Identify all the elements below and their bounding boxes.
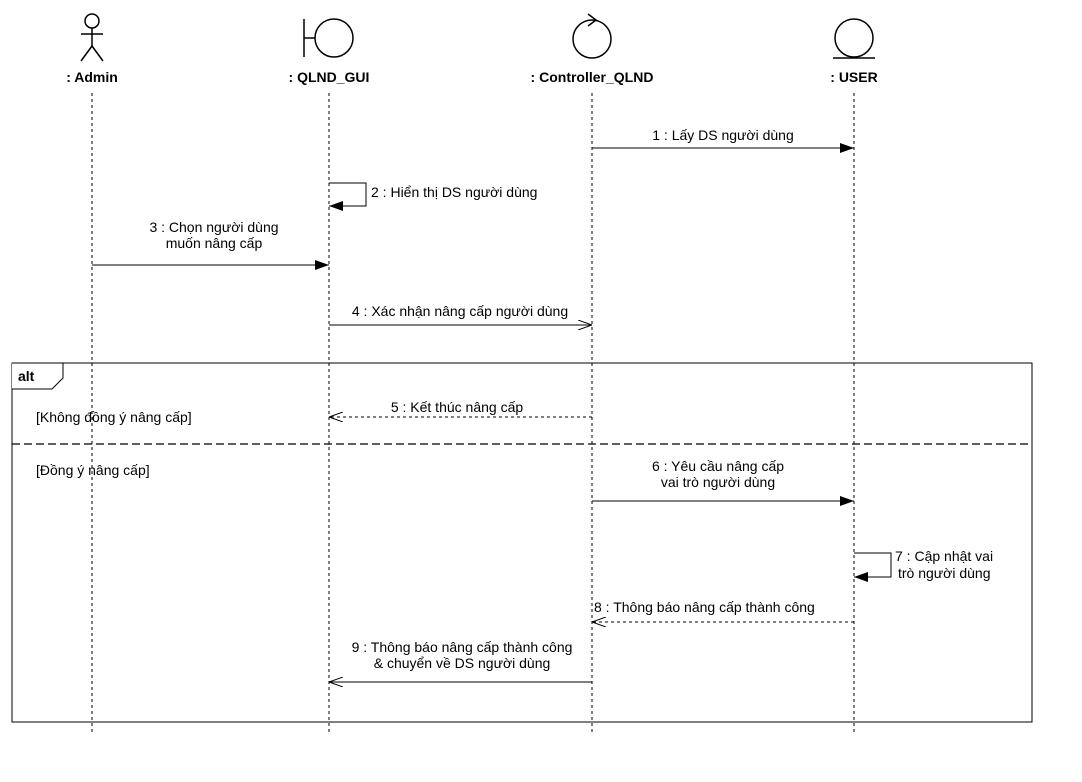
actor-icon xyxy=(80,13,104,62)
entity-icon xyxy=(833,18,875,59)
boundary-icon xyxy=(303,18,354,58)
message-3-label-line2: muốn nâng cấp xyxy=(166,235,263,251)
message-7-arrow xyxy=(854,552,892,582)
guard-agree: [Đồng ý nâng cấp] xyxy=(36,462,150,478)
message-7-label-line1: 7 : Cập nhật vai xyxy=(895,548,993,564)
alt-operator-label: alt xyxy=(18,368,35,384)
message-7-label-line2: trò người dùng xyxy=(898,565,991,581)
participant-label-admin: : Admin xyxy=(66,69,118,85)
message-8-label: 8 : Thông báo nâng cấp thành công xyxy=(594,599,815,615)
message-9-label-line1: 9 : Thông báo nâng cấp thành công xyxy=(352,639,573,655)
message-6-label-line2: vai trò người dùng xyxy=(661,474,775,490)
participant-label-controller: : Controller_QLND xyxy=(531,69,654,85)
participant-label-user: : USER xyxy=(830,69,877,85)
message-4-label: 4 : Xác nhận nâng cấp người dùng xyxy=(352,303,568,319)
control-icon xyxy=(572,13,612,59)
message-5-label: 5 : Kết thúc nâng cấp xyxy=(391,399,524,415)
alt-fragment xyxy=(11,362,1033,723)
participant-label-qlnd-gui: : QLND_GUI xyxy=(289,69,370,85)
message-3-label-line1: 3 : Chọn người dùng xyxy=(149,219,278,235)
message-6-label-line1: 6 : Yêu cầu nâng cấp xyxy=(652,458,784,474)
message-2-arrow xyxy=(329,182,367,211)
alt-operator-tab xyxy=(12,362,64,390)
guard-disagree: [Không đồng ý nâng cấp] xyxy=(36,409,192,425)
message-2-label: 2 : Hiển thị DS người dùng xyxy=(371,184,537,200)
message-1-label: 1 : Lấy DS người dùng xyxy=(652,127,794,143)
message-9-label-line2: & chuyển về DS người dùng xyxy=(374,655,551,671)
